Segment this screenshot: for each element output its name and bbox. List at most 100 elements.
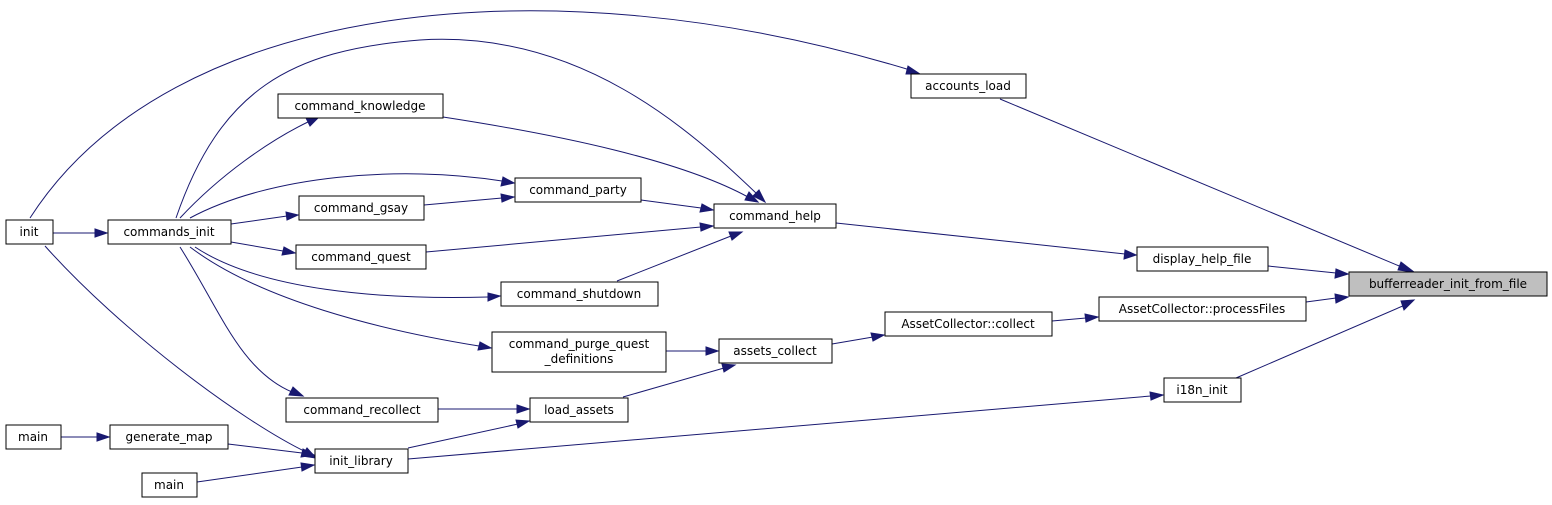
edge-command-help-to-display-help <box>835 222 1126 255</box>
node-label: command_recollect <box>303 403 421 417</box>
arrowhead <box>285 211 300 221</box>
node-label: main <box>18 430 48 444</box>
node-label: AssetCollector::processFiles <box>1119 302 1285 316</box>
node-label: _definitions <box>544 352 614 366</box>
arrowhead <box>500 176 516 187</box>
arrowhead <box>300 448 316 458</box>
arrowhead <box>96 432 111 442</box>
node-label: command_purge_quest <box>509 337 650 351</box>
node-command-help[interactable]: command_help <box>713 203 837 229</box>
edge-commands-init-to-help <box>175 38 758 219</box>
edge-display-help-to-bufferreader <box>1267 265 1337 274</box>
node-command-quest[interactable]: command_quest <box>295 244 427 270</box>
edge-init-to-init-library <box>44 245 307 453</box>
arrowhead <box>699 222 715 232</box>
arrowhead <box>1334 268 1350 279</box>
arrowhead <box>905 65 922 75</box>
edge-accounts-load-to-bufferreader <box>999 98 1405 269</box>
node-command-gsay[interactable]: command_gsay <box>298 195 425 221</box>
node-label: init <box>20 225 39 239</box>
edge-commands-init-to-quest <box>230 241 284 252</box>
node-label: command_knowledge <box>295 99 426 113</box>
edge-party-to-help <box>640 199 702 209</box>
node-label: init_library <box>329 454 393 468</box>
edge-commands-init-to-party <box>189 173 503 219</box>
arrowhead <box>1084 313 1100 323</box>
node-accounts-load[interactable]: accounts_load <box>910 73 1027 99</box>
nodes: bufferreader_init_from_file accounts_loa… <box>5 73 1548 498</box>
arrowhead <box>500 193 516 203</box>
node-label: display_help_file <box>1153 252 1252 266</box>
edge-commands-init-to-shutdown <box>194 246 489 298</box>
edge-commands-init-to-gsay <box>230 215 288 225</box>
node-command-shutdown[interactable]: command_shutdown <box>500 281 659 307</box>
node-command-purge-quest-definitions[interactable]: command_purge_quest _definitions <box>491 331 667 373</box>
node-command-party[interactable]: command_party <box>514 177 642 203</box>
arrowhead <box>516 404 531 414</box>
node-display-help-file[interactable]: display_help_file <box>1136 246 1269 272</box>
node-init-library[interactable]: init_library <box>314 448 409 474</box>
node-bufferreader-init-from-file[interactable]: bufferreader_init_from_file <box>1348 271 1548 297</box>
arrowhead <box>1123 249 1138 260</box>
node-assetcollector-processfiles[interactable]: AssetCollector::processFiles <box>1098 296 1307 322</box>
arrowhead <box>744 191 760 203</box>
node-init[interactable]: init <box>5 219 54 245</box>
node-assetcollector-collect[interactable]: AssetCollector::collect <box>884 311 1053 337</box>
edges <box>29 10 1416 483</box>
node-label: i18n_init <box>1176 383 1227 397</box>
edge-knowledge-to-help <box>442 116 749 198</box>
node-load-assets[interactable]: load_assets <box>529 397 629 423</box>
node-i18n-init[interactable]: i18n_init <box>1163 377 1242 403</box>
edge-processfiles-to-bufferreader <box>1305 297 1337 303</box>
node-command-recollect[interactable]: command_recollect <box>285 397 439 423</box>
node-label: command_shutdown <box>517 287 641 301</box>
edge-i18n-to-bufferreader <box>1235 304 1406 379</box>
node-label: command_gsay <box>314 201 408 215</box>
edge-commands-init-to-purge <box>189 246 480 347</box>
node-label: AssetCollector::collect <box>901 317 1035 331</box>
node-assets-collect[interactable]: assets_collect <box>718 338 833 364</box>
node-label: accounts_load <box>925 79 1011 93</box>
arrowhead <box>870 332 886 342</box>
arrowhead <box>1149 391 1165 401</box>
edge-collect-to-processfiles <box>1051 317 1087 322</box>
node-generate-map[interactable]: generate_map <box>109 424 229 450</box>
node-label: command_quest <box>311 250 411 264</box>
arrowhead <box>1334 293 1350 304</box>
arrowhead <box>705 346 720 356</box>
node-label: generate_map <box>125 430 212 444</box>
node-commands-init[interactable]: commands_init <box>107 219 232 245</box>
edge-generate-map-to-init-library <box>227 443 303 454</box>
arrowhead <box>699 203 715 213</box>
arrowhead <box>752 189 767 204</box>
edge-assets-collect-to-collect <box>831 336 874 345</box>
edge-quest-to-help <box>425 226 702 253</box>
edge-commands-init-to-recollect <box>179 246 293 393</box>
arrowhead <box>288 386 305 397</box>
edge-init-library-to-load-assets <box>407 423 519 449</box>
node-main[interactable]: main <box>5 424 62 450</box>
arrowhead <box>728 231 744 241</box>
arrowhead <box>1397 261 1416 273</box>
edge-init-library-to-i18n <box>407 395 1152 460</box>
arrowhead <box>721 363 737 373</box>
node-label: command_party <box>529 183 627 197</box>
edge-gsay-to-party <box>423 197 503 206</box>
arrowhead <box>515 419 531 429</box>
node-label: commands_init <box>123 225 214 239</box>
node-command-knowledge[interactable]: command_knowledge <box>277 93 444 119</box>
arrowhead <box>300 462 316 472</box>
arrowhead <box>281 246 297 256</box>
edge-shutdown-to-help <box>616 235 732 282</box>
node-label: load_assets <box>544 403 614 417</box>
edge-load-assets-to-assets-collect <box>622 367 725 398</box>
edge-main2-to-init-library <box>196 466 303 483</box>
arrowhead <box>487 292 502 302</box>
arrowhead <box>94 228 109 238</box>
node-main-2[interactable]: main <box>141 472 198 498</box>
node-label: main <box>154 478 184 492</box>
node-label: command_help <box>729 209 821 223</box>
arrowhead <box>1400 299 1416 311</box>
node-label: bufferreader_init_from_file <box>1369 277 1527 291</box>
